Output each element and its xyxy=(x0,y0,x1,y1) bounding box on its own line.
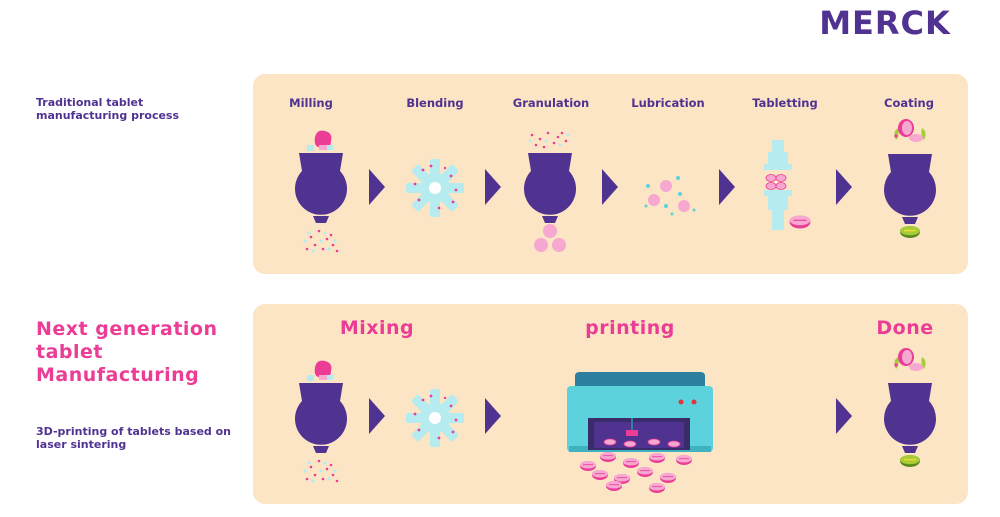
arrow-chevron-8 xyxy=(836,398,852,434)
step-label-coating: Coating xyxy=(884,96,934,110)
arrow-chevron-4 xyxy=(719,169,735,205)
printed-tablets xyxy=(579,451,693,494)
step-label-tabletting: Tabletting xyxy=(752,96,818,110)
granulation-illustration xyxy=(524,131,576,252)
step-label-lubrication: Lubrication xyxy=(631,96,705,110)
done-illustration xyxy=(884,348,936,468)
step-label-mixing: Mixing xyxy=(339,317,415,339)
mixing-funnel-illustration xyxy=(295,360,347,483)
arrow-chevron-7 xyxy=(485,398,501,434)
coating-illustration xyxy=(884,119,936,239)
step-label-milling: Milling xyxy=(289,96,333,110)
traditional-process-label: Traditional tablet manufacturing process xyxy=(36,96,180,122)
arrow-chevron-3 xyxy=(602,169,618,205)
printer-illustration xyxy=(567,372,713,452)
step-label-done: Done xyxy=(876,317,934,339)
step-label-blending: Blending xyxy=(406,96,464,110)
merck-logo: MERCK xyxy=(819,4,951,40)
next-generation-subtitle: 3D-printing of tablets based on laser si… xyxy=(36,425,232,451)
blending-illustration xyxy=(406,159,464,217)
next-generation-title: Next generation tablet Manufacturing xyxy=(36,318,218,386)
arrow-chevron-2 xyxy=(485,169,501,205)
step-label-printing: printing xyxy=(585,317,675,339)
arrow-chevron-5 xyxy=(836,169,852,205)
arrow-chevron-1 xyxy=(369,169,385,205)
lubrication-illustration xyxy=(644,176,696,216)
step-label-granulation: Granulation xyxy=(512,96,590,110)
mixing-gear-illustration xyxy=(406,389,464,447)
merck-logo-text: MERCK xyxy=(819,4,951,40)
tabletting-illustration xyxy=(764,140,811,230)
milling-illustration xyxy=(295,130,347,253)
arrow-chevron-6 xyxy=(369,398,385,434)
